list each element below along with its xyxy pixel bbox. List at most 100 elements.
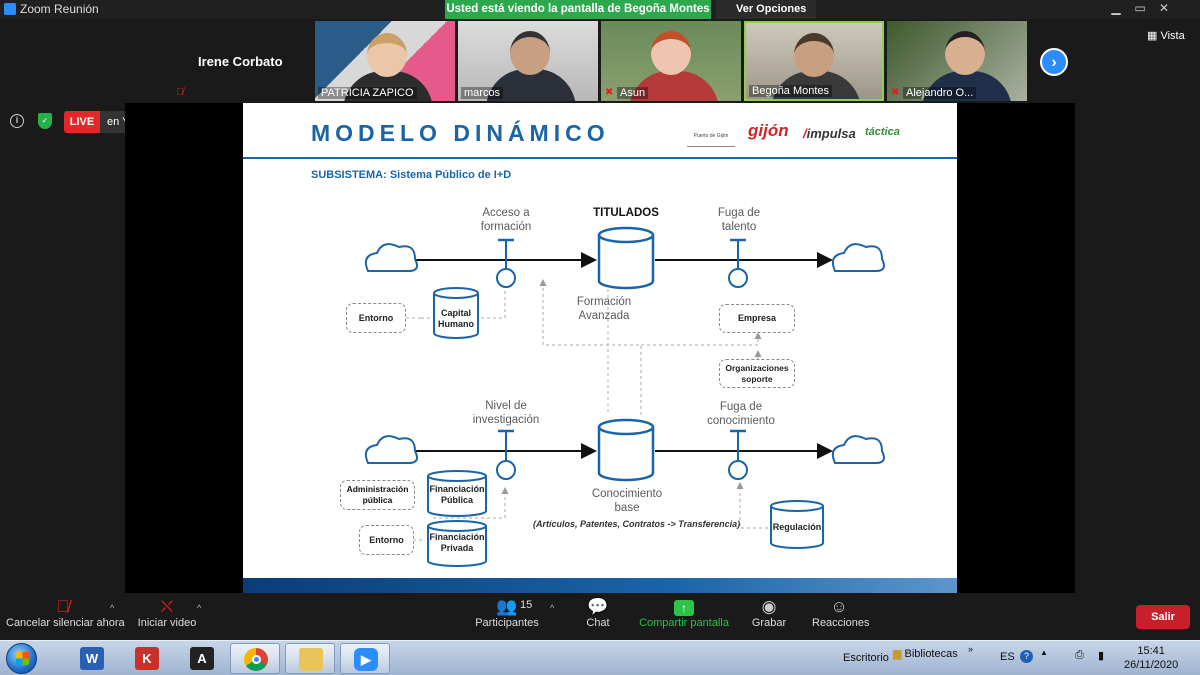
folder-icon: ▆ <box>893 648 902 660</box>
participant-video <box>651 31 691 75</box>
info-icon[interactable]: i <box>10 114 24 128</box>
participant-tile[interactable]: ✖ Alejandro O... <box>887 21 1027 101</box>
mic-muted-icon: ✖ <box>605 87 614 98</box>
view-label: Vista <box>1160 30 1185 42</box>
security-shield-icon[interactable]: ✓ <box>38 113 52 129</box>
record-icon: ◉ <box>761 597 777 616</box>
share-screen-icon: ↑ <box>638 593 730 617</box>
clock-time: 15:41 <box>1137 645 1165 657</box>
libraries-toolbar-item[interactable]: ▆ Bibliotecas <box>893 647 958 660</box>
taskbar-pdf-tool[interactable]: K <box>122 643 172 674</box>
start-video-button[interactable]: ⛌ Iniciar video <box>134 593 200 640</box>
audio-options-caret-icon[interactable]: ^ <box>110 603 115 613</box>
title-divider <box>243 157 957 159</box>
desktop-toolbar-label[interactable]: Escritorio <box>843 652 889 664</box>
participants-label: Participantes <box>475 617 539 629</box>
leave-button[interactable]: Salir <box>1136 605 1190 629</box>
financiacion-privada-node: Financiación Privada <box>429 532 485 553</box>
record-button[interactable]: ◉ Grabar <box>750 593 788 640</box>
stock-caption-top: Formación Avanzada <box>576 296 632 322</box>
next-page-icon[interactable]: › <box>1040 48 1068 76</box>
taskbar-zoom[interactable]: ▶ <box>340 643 390 674</box>
impulsa-logo-text: impulsa <box>806 126 856 141</box>
acrobat-icon: A <box>190 647 214 670</box>
organizaciones-node: Organizaciones soporte <box>719 359 795 388</box>
clock-date: 26/11/2020 <box>1124 659 1179 671</box>
participant-tile[interactable]: PATRICIA ZAPICO <box>315 21 455 101</box>
record-label: Grabar <box>751 617 787 629</box>
participants-icon: 👥 <box>496 597 518 616</box>
taskbar-word[interactable]: W <box>67 643 117 674</box>
empresa-node: Empresa <box>719 304 795 333</box>
participant-video <box>945 31 985 75</box>
participant-name: marcos <box>461 87 504 99</box>
slide-title: MODELO DINÁMICO <box>311 120 610 146</box>
share-screen-button[interactable]: ↑ Compartir pantalla <box>638 593 730 640</box>
window-titlebar: Zoom Reunión Usted está viendo la pantal… <box>0 0 1200 34</box>
participant-tile[interactable]: marcos <box>458 21 598 101</box>
help-icon[interactable]: ? <box>1020 650 1033 663</box>
gijon-logo: gijón <box>748 121 789 140</box>
mic-muted-icon: ✖ <box>891 87 900 98</box>
presentation-slide: MODELO DINÁMICO Puerto de Gijón gijón /i… <box>243 103 957 593</box>
toolbar-overflow-icon[interactable]: » <box>968 644 974 654</box>
reactions-label: Reacciones <box>812 617 870 629</box>
language-indicator[interactable]: ES <box>1000 651 1015 663</box>
chat-icon: 💬 <box>587 597 609 616</box>
administracion-node: Administración pública <box>340 480 415 510</box>
participant-name: Begoña Montes <box>749 85 833 97</box>
outflow-label-top: Fuga de talento <box>717 207 761 233</box>
chrome-icon <box>244 648 268 671</box>
chat-label: Chat <box>586 617 610 629</box>
mic-muted-icon: 🎙̸ <box>56 597 70 616</box>
participant-video <box>794 33 834 77</box>
view-button[interactable]: ▦ Vista <box>1147 29 1185 42</box>
taskbar-explorer[interactable] <box>285 643 335 674</box>
impulsa-logo: /impulsa <box>803 126 856 141</box>
network-signal-icon[interactable]: ▮ <box>1098 650 1105 662</box>
chat-button[interactable]: 💬 Chat <box>580 593 616 640</box>
stock-caption-bottom: Conocimiento base <box>591 488 663 514</box>
taskbar-acrobat[interactable]: A <box>177 643 227 674</box>
live-badge[interactable]: LIVE <box>64 111 100 133</box>
share-banner: Usted está viendo la pantalla de Begoña … <box>445 0 711 19</box>
view-options-button[interactable]: Ver Opciones ⌄ <box>716 0 816 34</box>
unmute-button[interactable]: 🎙̸ Cancelar silenciar ahora <box>6 593 125 640</box>
close-button[interactable]: ✕ <box>1158 1 1170 15</box>
maximize-button[interactable]: ▭ <box>1134 1 1146 15</box>
folder-icon <box>299 648 323 671</box>
reactions-button[interactable]: ☺ Reacciones <box>812 593 870 640</box>
knowledge-note: (Artículos, Patentes, Contratos -> Trans… <box>533 519 741 529</box>
reactions-icon: ☺ <box>830 597 848 616</box>
active-speaker-tile[interactable]: Irene Corbato 🎙̸ <box>172 21 312 101</box>
participants-caret-icon[interactable]: ^ <box>550 603 555 613</box>
top-flow <box>364 226 885 290</box>
participant-name: Asun <box>617 87 649 99</box>
unmute-label: Cancelar silenciar ahora <box>6 617 125 629</box>
show-hidden-icons-icon[interactable]: ▲ <box>1040 648 1048 657</box>
video-options-caret-icon[interactable]: ^ <box>197 603 202 613</box>
participant-video <box>510 31 550 75</box>
inflow-label-bottom: Nivel de investigación <box>472 400 540 426</box>
inflow-label-top: Acceso a formación <box>480 207 532 233</box>
taskbar-clock[interactable]: 15:41 26/11/2020 <box>1124 644 1178 672</box>
financiacion-publica-node: Financiación Pública <box>429 484 485 505</box>
slide-footer-band <box>243 578 957 593</box>
active-speaker-name: Irene Corbato <box>198 54 283 69</box>
start-button-icon[interactable] <box>6 643 37 674</box>
participant-name: PATRICIA ZAPICO <box>318 87 417 99</box>
mic-muted-icon: 🎙̸ <box>176 87 184 98</box>
minimize-button[interactable]: ▁ <box>1111 1 1121 15</box>
stock-flow-diagram <box>364 226 885 567</box>
participants-count: 15 <box>520 599 533 611</box>
participant-tile[interactable]: ✖ Asun <box>601 21 741 101</box>
participant-tile-active[interactable]: Begoña Montes <box>744 21 884 101</box>
gallery-strip: Irene Corbato 🎙̸ PATRICIA ZAPICO marcos … <box>0 19 1200 103</box>
printer-tray-icon[interactable]: ⎙ <box>1075 649 1084 661</box>
tactica-logo: táctica <box>865 126 900 138</box>
participant-video <box>367 33 407 77</box>
window-title: Zoom Reunión <box>20 2 99 16</box>
taskbar-chrome[interactable] <box>230 643 280 674</box>
small-cylinders <box>427 287 824 567</box>
participants-button[interactable]: 👥 Participantes <box>475 593 539 640</box>
